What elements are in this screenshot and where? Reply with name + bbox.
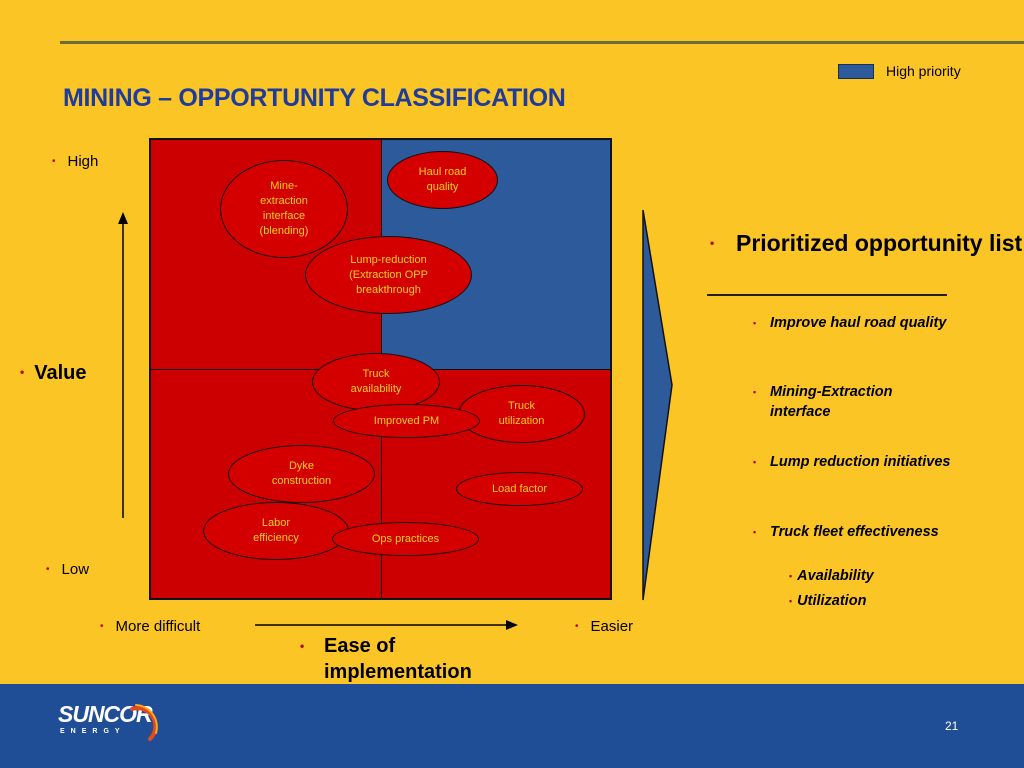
x-axis-left-label: •More difficult [100,618,201,635]
legend: High priority [838,63,961,79]
chevron-arrow-icon [642,209,673,601]
bullet-icon: • [575,621,579,632]
priority-item: • Improve haul road quality [753,315,947,331]
opportunity-lump-reduction: Lump-reduction (Extraction OPP breakthro… [305,236,472,314]
bullet-icon: • [52,156,56,167]
opportunity-truck-availability: Truck availability [312,353,440,411]
legend-label: High priority [886,63,961,79]
opportunity-improved-pm: Improved PM [333,404,480,438]
top-divider [60,41,1024,44]
bullet-icon: • [789,571,793,581]
ease-axis-arrowhead [506,620,518,630]
opportunity-labor-efficiency: Labor efficiency [203,502,349,560]
bullet-icon: • [300,639,305,653]
x-axis-right-label: •Easier [575,618,634,635]
opportunity-haul-road: Haul road quality [387,151,498,209]
x-axis-title: • Ease of implementation [300,635,472,683]
footer-bar: SUNCOR ENERGY 21 [0,684,1024,768]
bullet-icon: • [20,365,25,379]
priority-item: • Truck fleet effectiveness [753,524,939,540]
y-axis-high-label: •High [52,153,99,170]
y-axis-title: •Value [20,362,87,384]
opportunity-truck-utilization: Truck utilization [458,385,585,443]
value-axis-arrowhead [118,212,128,224]
y-axis-low-label: •Low [46,561,90,578]
priority-subitem: •Utilization [789,593,867,609]
opportunity-mine-extraction: Mine-extraction interface (blending) [220,160,348,258]
suncor-logo: SUNCOR ENERGY [58,701,158,741]
sun-ring-icon [130,704,158,741]
legend-swatch [838,63,874,79]
page-number: 21 [945,719,959,733]
bullet-icon: • [100,621,104,632]
bullet-icon: • [753,457,757,467]
priority-subitem: •Availability [789,568,874,584]
priority-item: • Lump reduction initiatives [753,454,951,470]
bullet-icon: • [753,527,757,537]
bullet-icon: • [753,318,757,328]
bullet-icon: • [46,564,50,575]
bullet-icon: • [710,236,715,250]
opportunity-load-factor: Load factor [456,472,583,506]
slide-title: MINING – OPPORTUNITY CLASSIFICATION [63,84,566,112]
bullet-icon: • [789,596,793,606]
opportunity-dyke-construction: Dyke construction [228,445,375,503]
priority-item: • Mining-Extraction interface [753,384,893,420]
prioritized-list-heading: • Prioritized opportunity list [710,230,1023,256]
prioritized-divider [707,294,947,296]
bullet-icon: • [753,387,757,397]
opportunity-ops-practices: Ops practices [332,522,479,556]
